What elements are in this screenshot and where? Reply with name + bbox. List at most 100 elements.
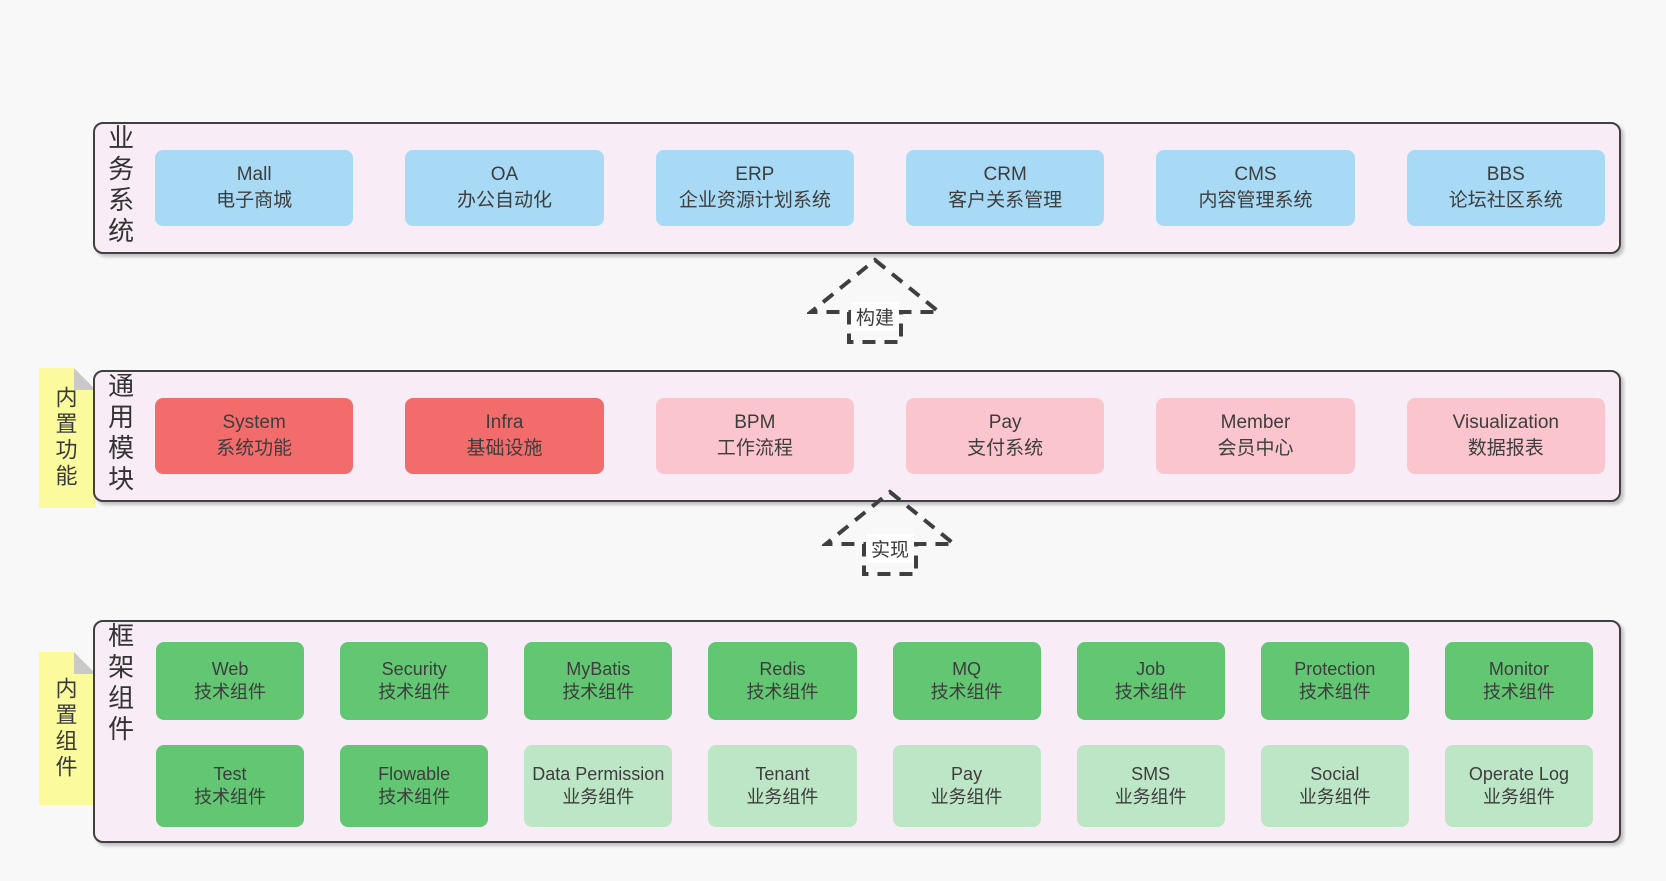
module-box-test: Test 技术组件 [156, 745, 305, 827]
module-name: Web [211, 658, 249, 679]
panel-label-framework-components: 框架组件 [104, 622, 135, 746]
module-box-infra: Infra 基础设施 [405, 398, 604, 474]
sticky-tab-label: 内置功能 [52, 386, 78, 490]
module-name: OA [490, 163, 519, 185]
module-name: Operate Log [1468, 763, 1569, 784]
module-box-monitor: Monitor 技术组件 [1444, 642, 1593, 720]
module-desc: 电子商城 [216, 190, 293, 211]
module-name: Flowable [378, 763, 451, 784]
module-name: Pay [988, 411, 1022, 433]
module-box-cms: CMS 内容管理系统 [1156, 150, 1355, 226]
sticky-tab-label: 内置组件 [52, 676, 78, 781]
sticky-tab-built-in-components: 内置组件 [39, 652, 96, 805]
build-arrow: 构建 [807, 256, 943, 346]
module-desc: 业务组件 [1298, 787, 1371, 807]
implement-arrow-label: 实现 [865, 534, 915, 563]
module-box-operate-log: Operate Log 业务组件 [1444, 745, 1593, 827]
module-box-job: Job 技术组件 [1076, 642, 1225, 720]
module-box-erp: ERP 企业资源计划系统 [655, 150, 854, 226]
module-name: Infra [485, 411, 524, 433]
module-name: Test [213, 763, 247, 784]
module-name: Job [1136, 658, 1166, 679]
module-box-pay: Pay 支付系统 [905, 398, 1105, 474]
module-desc: 技术组件 [378, 682, 451, 702]
module-desc: 办公自动化 [456, 190, 552, 211]
panel-label-common-modules: 通用模块 [104, 372, 135, 496]
business-systems-row: Mall 电子商城 OA 办公自动化 ERP 企业资源计划系统 CRM 客户关系管理 CMS 内容… [155, 150, 1605, 226]
module-name: Visualization [1452, 411, 1559, 433]
module-name: CMS [1234, 163, 1277, 185]
module-desc: 工作流程 [716, 438, 793, 459]
module-desc: 技术组件 [1298, 682, 1371, 702]
module-box-mq: MQ 技术组件 [892, 642, 1041, 720]
module-desc: 业务组件 [1114, 787, 1187, 807]
module-desc: 基础设施 [466, 438, 543, 459]
module-desc: 技术组件 [194, 787, 267, 807]
panel-common-modules: 通用模块 System 系统功能 Infra 基础设施 BPM 工作流程 Pay 支付系统 Me… [93, 370, 1621, 502]
module-name: Social [1310, 763, 1360, 784]
module-name: MQ [952, 658, 982, 679]
module-box-visualization: Visualization 数据报表 [1406, 398, 1605, 474]
module-name: Data Permission [532, 763, 665, 784]
module-desc: 论坛社区系统 [1448, 190, 1563, 211]
module-box-web: Web 技术组件 [156, 642, 305, 720]
build-arrow-label: 构建 [850, 302, 900, 331]
module-name: Monitor [1488, 658, 1549, 679]
module-box-data-permission: Data Permission 业务组件 [524, 745, 673, 827]
module-desc: 技术组件 [1482, 682, 1555, 702]
module-desc: 技术组件 [194, 682, 267, 702]
dashed-up-arrow-icon [807, 257, 943, 344]
module-desc: 支付系统 [967, 438, 1044, 459]
module-box-member: Member 会员中心 [1156, 398, 1355, 474]
module-name: System [222, 411, 286, 433]
module-name: Security [381, 658, 447, 679]
common-modules-row: System 系统功能 Infra 基础设施 BPM 工作流程 Pay 支付系统 Member 会… [155, 398, 1605, 474]
module-name: Redis [759, 658, 806, 679]
module-desc: 技术组件 [1114, 682, 1187, 702]
module-desc: 业务组件 [930, 787, 1003, 807]
module-desc: 技术组件 [746, 682, 819, 702]
module-desc: 会员中心 [1217, 438, 1294, 459]
module-name: CRM [983, 163, 1027, 185]
module-name: Pay [951, 763, 983, 784]
module-box-protection: Protection 技术组件 [1260, 642, 1409, 720]
module-box-pay: Pay 业务组件 [892, 745, 1041, 827]
module-name: SMS [1131, 763, 1171, 784]
module-name: Mall [236, 163, 272, 185]
module-box-mall: Mall 电子商城 [155, 150, 354, 226]
module-box-security: Security 技术组件 [340, 642, 489, 720]
module-desc: 企业资源计划系统 [678, 190, 831, 211]
module-desc: 技术组件 [562, 682, 635, 702]
module-desc: 系统功能 [216, 438, 293, 459]
module-box-system: System 系统功能 [155, 398, 354, 474]
module-desc: 技术组件 [930, 682, 1003, 702]
module-name: Protection [1294, 658, 1376, 679]
module-box-mybatis: MyBatis 技术组件 [524, 642, 673, 720]
module-desc: 业务组件 [746, 787, 819, 807]
module-desc: 业务组件 [562, 787, 635, 807]
sticky-tab-built-in-features: 内置功能 [39, 368, 96, 508]
module-desc: 客户关系管理 [948, 190, 1063, 211]
module-name: MyBatis [566, 658, 631, 679]
module-box-redis: Redis 技术组件 [708, 642, 857, 720]
dashed-up-arrow-icon [822, 489, 958, 576]
module-box-flowable: Flowable 技术组件 [340, 745, 489, 827]
module-name: ERP [735, 163, 775, 185]
module-box-sms: SMS 业务组件 [1076, 745, 1225, 827]
module-box-bpm: BPM 工作流程 [655, 398, 854, 474]
module-desc: 业务组件 [1482, 787, 1555, 807]
module-box-social: Social 业务组件 [1260, 745, 1409, 827]
module-desc: 数据报表 [1467, 438, 1544, 459]
module-name: Member [1220, 411, 1291, 433]
module-name: BPM [734, 411, 776, 433]
module-desc: 内容管理系统 [1198, 190, 1313, 211]
implement-arrow: 实现 [822, 488, 958, 578]
module-desc: 技术组件 [378, 787, 451, 807]
module-box-crm: CRM 客户关系管理 [905, 150, 1105, 226]
